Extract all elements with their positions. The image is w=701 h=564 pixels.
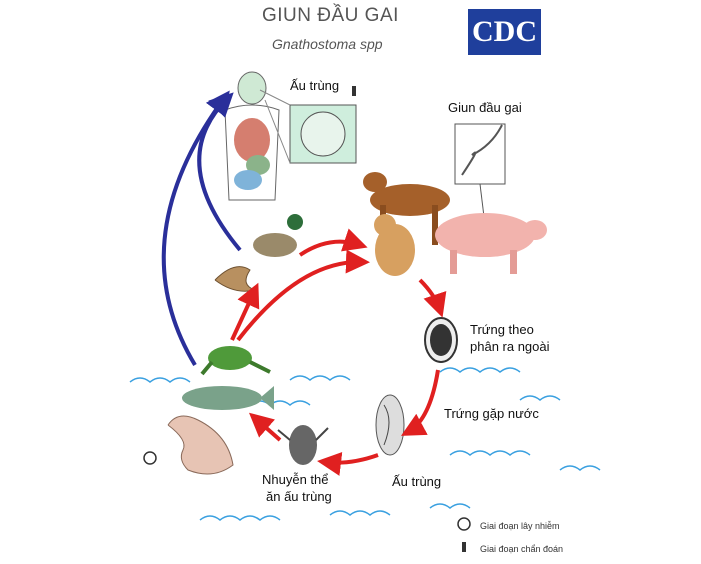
- larva-human-label: Ấu trùng: [290, 78, 340, 93]
- arrow-egg-to-larva: [400, 369, 440, 436]
- cat-icon: [374, 214, 415, 276]
- adult-worm-icon: [461, 124, 503, 176]
- arrow-duck-to-cat: [298, 228, 368, 257]
- snake-icon: [214, 266, 257, 292]
- larva-cyst: [300, 111, 346, 157]
- eggs-feces-label-2: phân ra ngoài: [470, 339, 550, 354]
- biohazard-icon: [143, 451, 471, 531]
- arrow-fish-to-human: [161, 90, 230, 367]
- water-larva-icon: [375, 394, 405, 456]
- fish-icon: [182, 386, 274, 410]
- duck-icon: [253, 214, 303, 257]
- arrow-host-to-egg: [418, 278, 447, 318]
- adult-worm-label: Giun đầu gai: [448, 100, 522, 115]
- copepod-label-2: ăn ấu trùng: [266, 489, 332, 504]
- human-figure-icon: [224, 71, 280, 201]
- pig-icon: [435, 213, 547, 274]
- egg-icon: [424, 317, 458, 363]
- copepod-label-1: Nhuyễn thể: [262, 472, 329, 487]
- copepod-icon: [277, 425, 329, 465]
- arrow-copepod-to-fish: [248, 412, 282, 442]
- legend-infective: Giai đoạn lây nhiễm: [480, 521, 560, 531]
- arrow-frog-to-cat: [236, 249, 370, 342]
- eggs-feces-label-1: Trứng theo: [470, 322, 534, 337]
- larva-water-label: Ấu trùng: [392, 474, 442, 489]
- page-subtitle: Gnathostoma spp: [272, 36, 383, 52]
- legend-diagnostic: Giai đoạn chẩn đoán: [480, 544, 564, 554]
- larva-icon: [167, 415, 234, 475]
- cdc-logo: CDC: [468, 9, 541, 55]
- eggs-water-label: Trứng gặp nước: [444, 406, 539, 421]
- frog-icon: [200, 346, 271, 376]
- dog-icon: [363, 172, 450, 245]
- page-title: GIUN ĐẦU GAI: [262, 5, 399, 26]
- arrow-frog-to-snake: [230, 282, 260, 341]
- inset-pointer-lines: [259, 89, 291, 164]
- microscope-icon: [352, 86, 466, 552]
- arrow-larva-to-copepod: [317, 451, 379, 476]
- cycle-arrows: [161, 90, 447, 476]
